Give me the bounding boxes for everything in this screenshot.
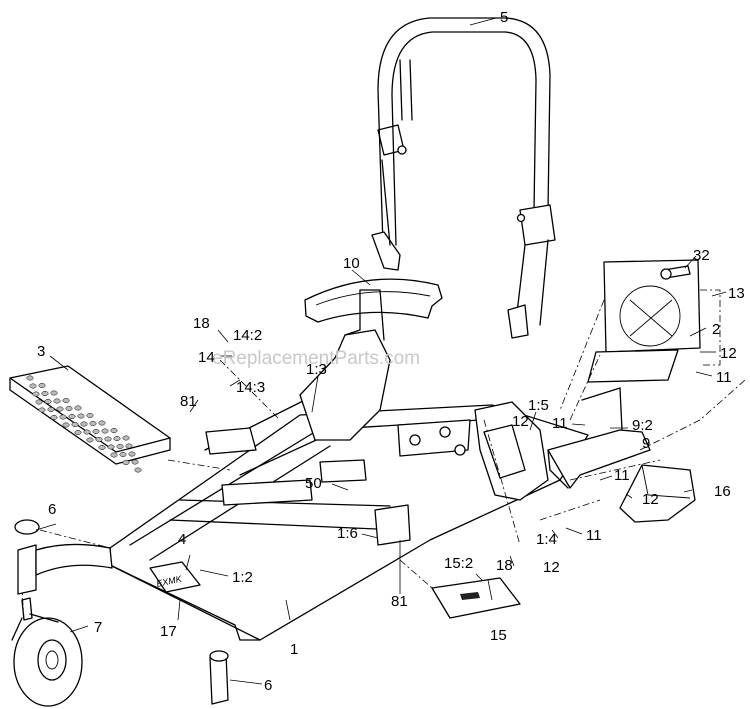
seat-bracket — [304, 278, 443, 323]
perforation-hole — [134, 467, 142, 473]
callout-3: 3 — [37, 343, 45, 360]
perforation-hole — [74, 405, 82, 411]
callout-14-3: 14:3 — [236, 379, 265, 396]
perforation-hole — [47, 407, 55, 412]
callout-14: 14 — [198, 349, 215, 366]
callout-81-a: 81 — [180, 393, 197, 410]
perforation-hole — [95, 437, 103, 442]
callout-2: 2 — [712, 321, 720, 338]
perforation-hole — [62, 422, 70, 428]
callout-5: 5 — [500, 9, 508, 26]
perforation-hole — [89, 421, 97, 426]
leader-lines — [35, 17, 727, 685]
callout-1: 1 — [290, 641, 298, 658]
perforation-hole — [32, 391, 40, 397]
callout-15: 15 — [490, 627, 507, 644]
callout-15-2: 15:2 — [444, 555, 473, 572]
footrest-plate — [9, 365, 171, 473]
perforation-hole — [59, 414, 67, 420]
callout-7: 7 — [94, 619, 102, 636]
perforation-hole — [128, 451, 136, 457]
rops-rollbar — [371, 17, 556, 339]
main-frame: EXMK — [109, 289, 589, 641]
callout-9-2: 9:2 — [632, 417, 653, 434]
callout-1-5: 1:5 — [528, 397, 549, 414]
callout-12-a: 12 — [720, 345, 737, 362]
callout-50: 50 — [305, 475, 322, 492]
perforation-hole — [68, 414, 76, 419]
callout-17: 17 — [160, 623, 177, 640]
perforation-hole — [107, 444, 115, 450]
callout-1-3: 1:3 — [306, 361, 327, 378]
perforation-hole — [44, 399, 52, 404]
callout-18-b: 18 — [496, 557, 513, 574]
perforation-hole — [41, 391, 49, 396]
callout-1-2: 1:2 — [232, 569, 253, 586]
perforation-hole — [110, 452, 118, 458]
callout-12-c: 12 — [642, 491, 659, 508]
perforation-hole — [38, 383, 46, 388]
perforation-hole — [131, 459, 139, 465]
perforation-hole — [86, 437, 94, 443]
perforation-hole — [65, 406, 73, 411]
perforation-hole — [98, 420, 106, 426]
callout-13: 13 — [728, 285, 745, 302]
perforation-hole — [122, 460, 130, 465]
perforation-hole — [98, 445, 106, 450]
caster-assembly — [11, 519, 229, 707]
callout-18-a: 18 — [193, 315, 210, 332]
perforation-hole — [74, 430, 82, 435]
perforation-hole — [29, 383, 37, 389]
callout-10: 10 — [343, 255, 360, 272]
plate-15 — [431, 577, 521, 619]
callout-81-b: 81 — [391, 593, 408, 610]
perforation-hole — [92, 429, 100, 434]
perforation-hole — [71, 422, 79, 427]
callout-12-d: 12 — [543, 559, 560, 576]
perforation-hole — [116, 444, 124, 449]
perforation-hole — [104, 436, 112, 442]
perforation-hole — [113, 436, 121, 441]
perforation-hole — [50, 415, 58, 420]
perforation-hole — [110, 428, 118, 433]
perforation-hole — [53, 398, 61, 404]
callout-12-b: 12 — [512, 413, 529, 430]
perforation-hole — [62, 398, 70, 403]
callout-11-b: 11 — [552, 415, 568, 432]
callout-11-a: 11 — [716, 369, 732, 386]
guard-16 — [619, 464, 696, 523]
perforation-hole — [50, 390, 58, 396]
callout-labels: 5 10 32 13 2 12 11 3 18 14:2 14 14:3 1:3… — [37, 9, 745, 694]
perforation-hole — [38, 407, 46, 413]
perforation-hole — [35, 399, 43, 405]
callout-16: 16 — [714, 483, 731, 500]
perforation-hole — [125, 443, 133, 449]
watermark-text: eReplacementParts.com — [212, 348, 420, 369]
perforation-hole — [77, 413, 85, 419]
perforation-hole — [56, 406, 64, 412]
callout-9: 9 — [642, 435, 650, 452]
callout-6-a: 6 — [48, 501, 56, 518]
mount-bracket-9 — [547, 387, 651, 489]
callout-32: 32 — [693, 247, 710, 264]
rear-shield — [587, 259, 701, 383]
callout-1-6: 1:6 — [337, 525, 358, 542]
perforation-hole — [26, 375, 34, 381]
perforation-hole — [86, 413, 94, 418]
perforation-hole — [122, 435, 130, 441]
perforation-hole — [101, 428, 109, 434]
callout-14-2: 14:2 — [233, 327, 262, 344]
perforation-hole — [80, 421, 88, 427]
knob-32 — [660, 265, 691, 280]
callout-11-d: 11 — [586, 527, 602, 544]
perforation-hole — [119, 452, 127, 457]
callout-11-c: 11 — [614, 467, 630, 484]
callout-6-b: 6 — [264, 677, 272, 694]
perforation-hole — [83, 429, 91, 435]
callout-4: 4 — [178, 531, 186, 548]
callout-1-4: 1:4 — [536, 531, 557, 548]
assembly-lines — [21, 289, 746, 621]
